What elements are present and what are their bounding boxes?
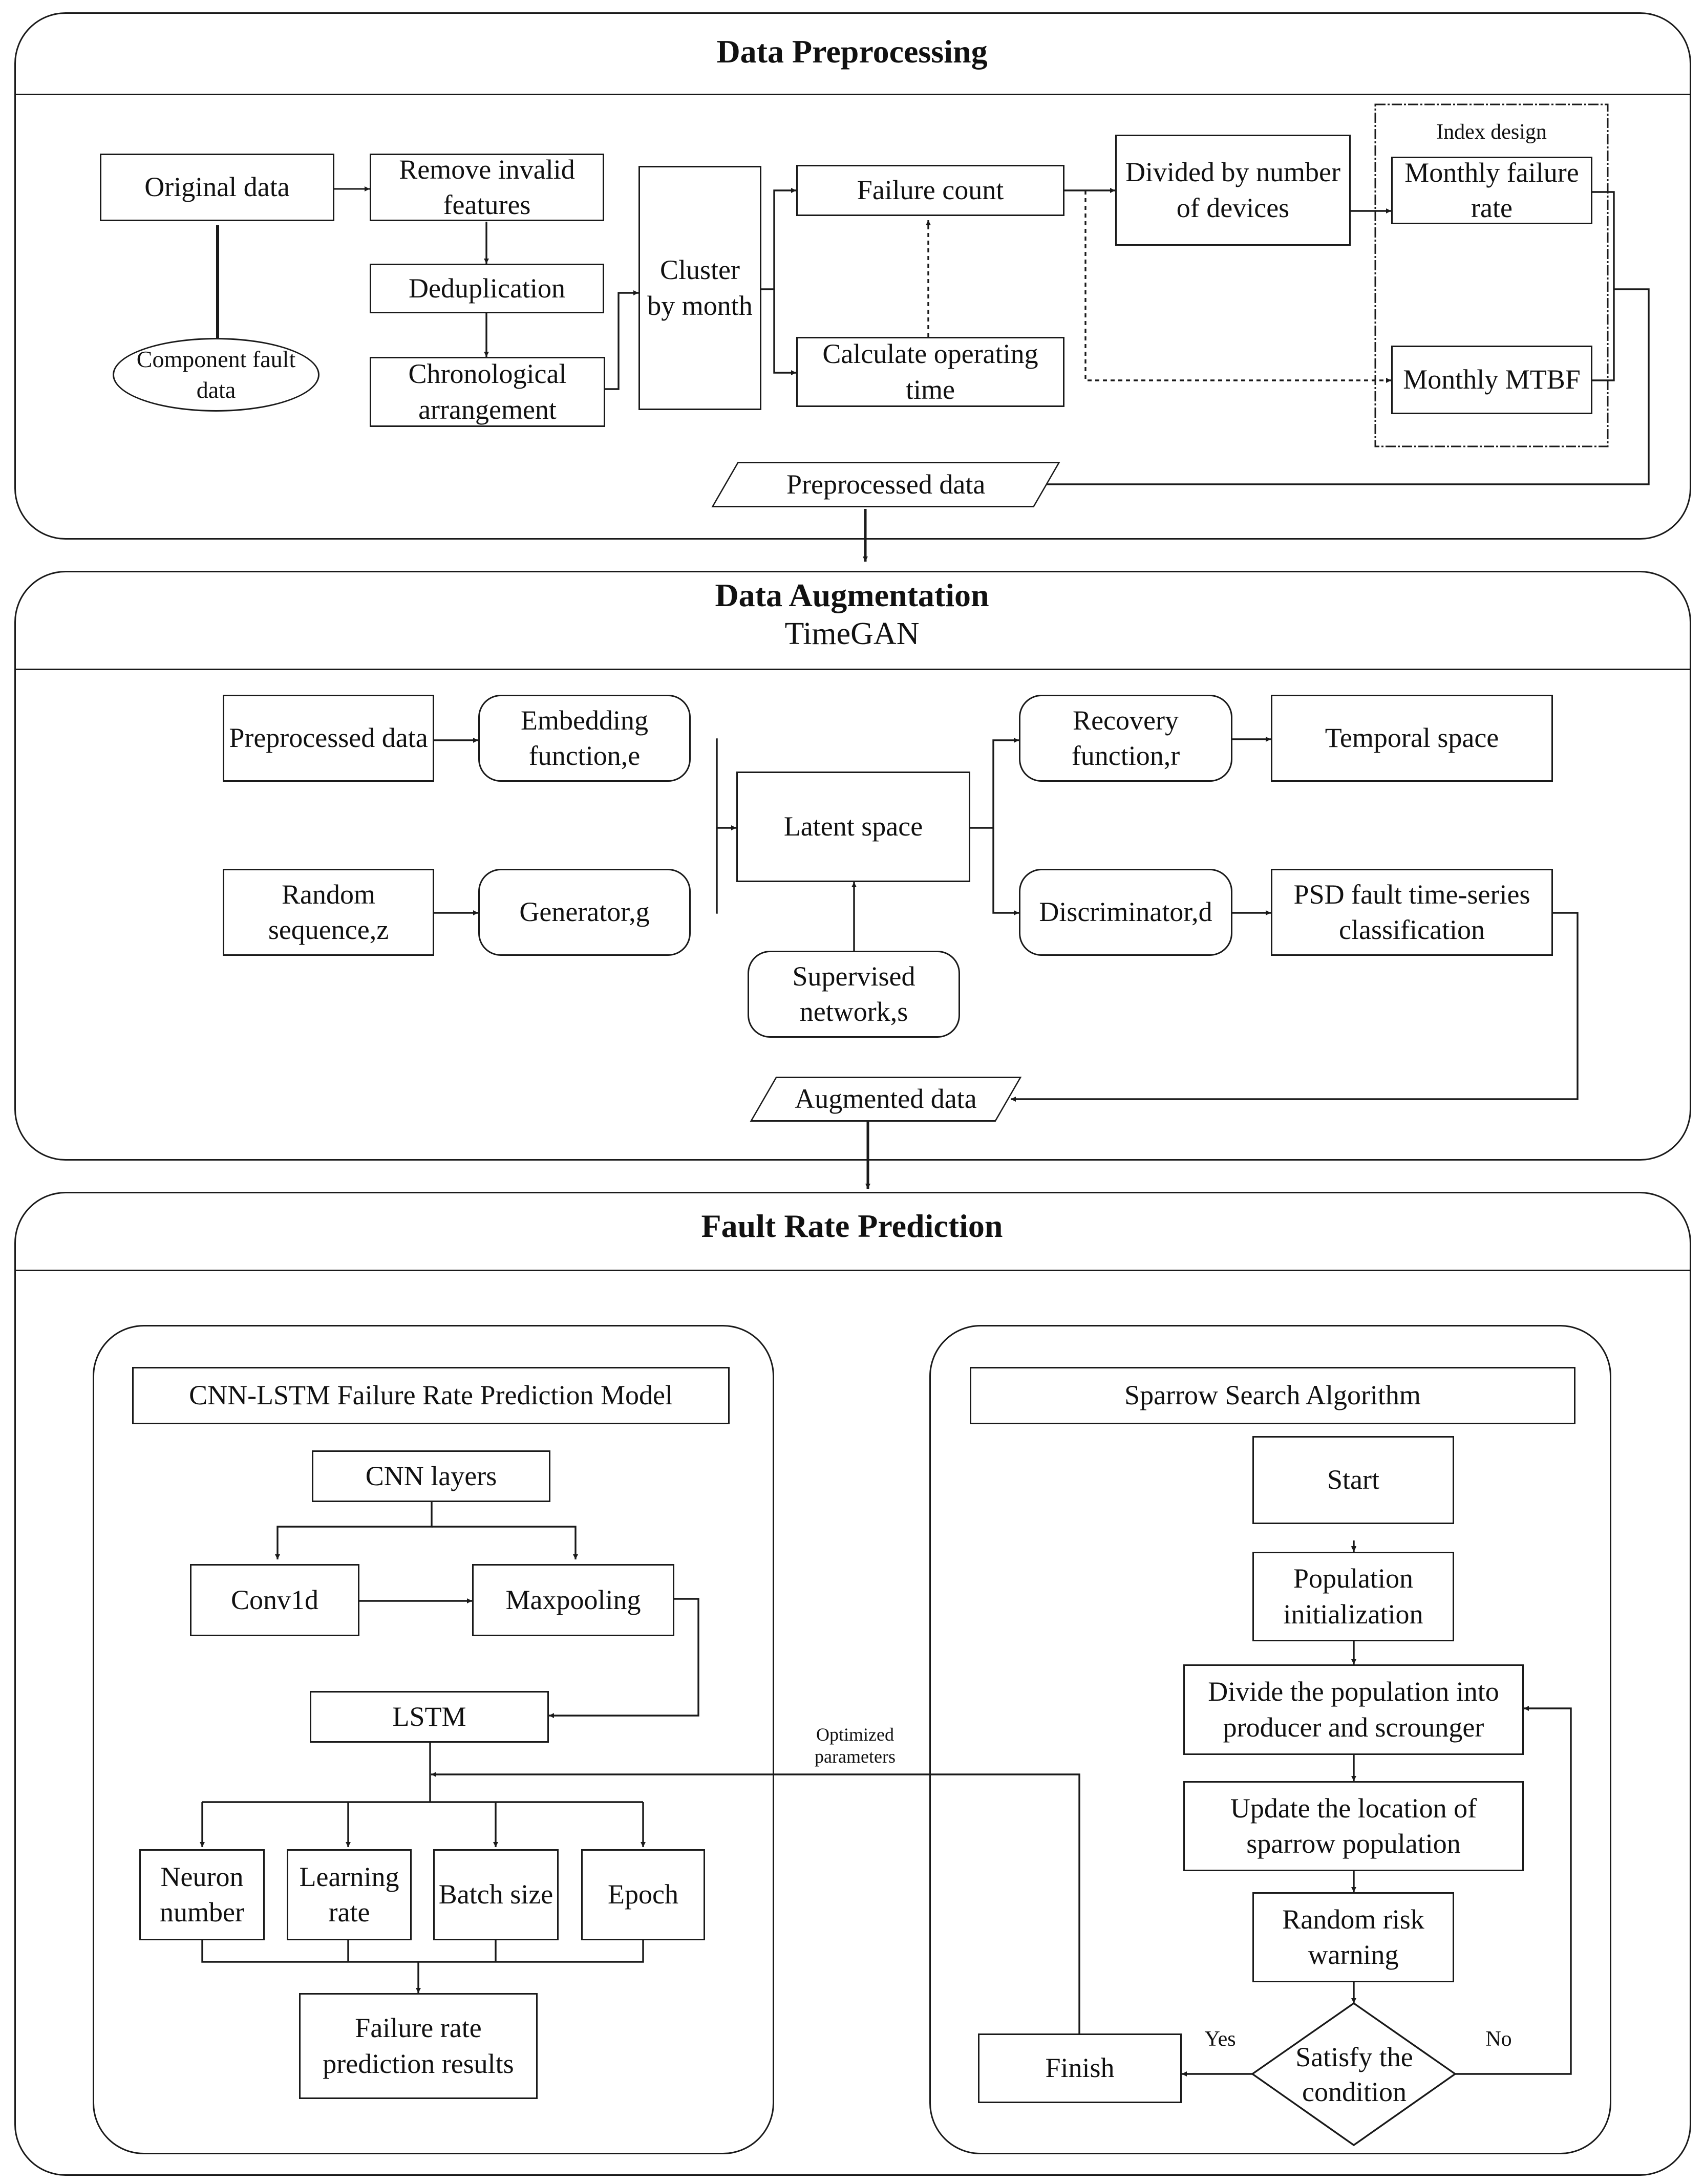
conv1d-box: Conv1d xyxy=(190,1564,359,1636)
random-sequence-box: Random sequence,z xyxy=(223,869,434,956)
conv1d-label: Conv1d xyxy=(230,1584,319,1615)
optimized-parameters-label: Optimized parameters xyxy=(815,1724,896,1767)
preprocessing-panel xyxy=(14,12,1691,540)
cnn-lstm-panel xyxy=(93,1325,774,2154)
ssa-title-box: Sparrow Search Algorithm xyxy=(970,1367,1575,1424)
component-fault-data-ellipse: Component fault data xyxy=(113,338,320,412)
chronological-label: Chronological arrangement xyxy=(408,358,567,425)
latent-space-box: Latent space xyxy=(736,772,970,882)
epoch-box: Epoch xyxy=(581,1849,705,1940)
prediction-panel xyxy=(14,1192,1691,2176)
cnn-lstm-title-box: CNN-LSTM Failure Rate Prediction Model xyxy=(132,1367,730,1424)
augmented-data-label: Augmented data xyxy=(795,1083,977,1115)
prediction-results-box: Failure rate prediction results xyxy=(299,1993,538,2099)
yes-label: Yes xyxy=(1204,2027,1236,2051)
original-data-box: Original data xyxy=(100,154,334,221)
divided-by-devices-box: Divided by number of devices xyxy=(1115,135,1351,246)
population-init-box: Population initialization xyxy=(1252,1552,1454,1641)
temporal-space-box: Temporal space xyxy=(1271,695,1553,782)
finish-label: Finish xyxy=(1045,2052,1115,2084)
cluster-by-month-box: Cluster by month xyxy=(638,166,761,410)
augmentation-title: Data Augmentation xyxy=(715,577,989,613)
divide-population-box: Divide the population into producer and … xyxy=(1183,1664,1524,1755)
population-init-label: Population initialization xyxy=(1283,1563,1423,1630)
batch-size-box: Batch size xyxy=(433,1849,559,1940)
preprocessing-title: Data Preprocessing xyxy=(716,33,988,70)
latent-space-label: Latent space xyxy=(783,811,923,842)
augmented-data-parallelogram: Augmented data xyxy=(750,1077,1022,1122)
index-design-label: Index design xyxy=(1436,120,1547,144)
calc-operating-time-label: Calculate operating time xyxy=(822,338,1038,405)
remove-invalid-label: Remove invalid features xyxy=(399,154,575,220)
aug-preprocessed-data-box: Preprocessed data xyxy=(223,695,434,782)
prediction-divider xyxy=(14,1270,1691,1271)
augmentation-divider xyxy=(14,669,1691,670)
supervised-network-box: Supervised network,s xyxy=(748,951,960,1038)
ssa-start-box: Start xyxy=(1252,1436,1454,1524)
monthly-failure-rate-box: Monthly failure rate xyxy=(1391,157,1592,224)
lstm-label: LSTM xyxy=(392,1701,466,1732)
component-fault-data-label: Component fault data xyxy=(136,346,296,403)
random-sequence-label: Random sequence,z xyxy=(268,879,389,945)
generator-box: Generator,g xyxy=(478,869,691,956)
preprocessing-divider xyxy=(14,94,1691,95)
random-risk-box: Random risk warning xyxy=(1252,1892,1454,1982)
supervised-network-label: Supervised network,s xyxy=(792,960,915,1027)
discriminator-label: Discriminator,d xyxy=(1039,896,1212,928)
embedding-function-label: Embedding function,e xyxy=(521,704,648,771)
augmentation-subtitle: TimeGAN xyxy=(784,616,920,651)
original-data-label: Original data xyxy=(144,172,290,203)
cluster-by-month-label: Cluster by month xyxy=(647,254,753,321)
generator-label: Generator,g xyxy=(519,896,650,928)
lstm-box: LSTM xyxy=(310,1691,549,1743)
monthly-failure-rate-label: Monthly failure rate xyxy=(1404,157,1579,223)
preprocessed-data-parallelogram: Preprocessed data xyxy=(711,462,1060,507)
neuron-number-box: Neuron number xyxy=(139,1849,265,1940)
failure-count-box: Failure count xyxy=(796,165,1064,216)
preprocessed-data-label: Preprocessed data xyxy=(786,468,986,500)
random-risk-label: Random risk warning xyxy=(1282,1903,1424,1970)
maxpooling-box: Maxpooling xyxy=(472,1564,674,1636)
deduplication-box: Deduplication xyxy=(370,264,604,313)
monthly-mtbf-label: Monthly MTBF xyxy=(1403,364,1581,395)
aug-preprocessed-data-label: Preprocessed data xyxy=(229,722,428,754)
psd-classification-box: PSD fault time-series classification xyxy=(1271,869,1553,956)
learning-rate-label: Learning rate xyxy=(299,1861,399,1928)
augmentation-panel xyxy=(14,571,1691,1161)
update-location-label: Update the location of sparrow populatio… xyxy=(1230,1792,1477,1859)
ssa-panel xyxy=(929,1325,1611,2154)
monthly-mtbf-box: Monthly MTBF xyxy=(1391,346,1592,414)
divided-by-devices-label: Divided by number of devices xyxy=(1125,157,1340,223)
update-location-box: Update the location of sparrow populatio… xyxy=(1183,1781,1524,1871)
deduplication-label: Deduplication xyxy=(409,272,565,304)
learning-rate-box: Learning rate xyxy=(287,1849,412,1940)
finish-box: Finish xyxy=(978,2033,1182,2103)
divide-population-label: Divide the population into producer and … xyxy=(1208,1676,1499,1743)
chronological-box: Chronological arrangement xyxy=(370,357,605,427)
cnn-layers-box: CNN layers xyxy=(312,1450,550,1502)
prediction-title: Fault Rate Prediction xyxy=(701,1208,1003,1244)
no-label: No xyxy=(1485,2027,1512,2051)
cnn-layers-label: CNN layers xyxy=(365,1460,497,1491)
cnn-lstm-title: CNN-LSTM Failure Rate Prediction Model xyxy=(189,1380,673,1411)
epoch-label: Epoch xyxy=(608,1879,678,1910)
recovery-function-label: Recovery function,r xyxy=(1071,704,1180,771)
psd-classification-label: PSD fault time-series classification xyxy=(1293,879,1530,945)
neuron-number-label: Neuron number xyxy=(160,1861,244,1928)
embedding-function-box: Embedding function,e xyxy=(478,695,691,782)
ssa-title: Sparrow Search Algorithm xyxy=(1124,1380,1421,1411)
calc-operating-time-box: Calculate operating time xyxy=(796,337,1064,407)
ssa-start-label: Start xyxy=(1327,1464,1379,1495)
discriminator-box: Discriminator,d xyxy=(1019,869,1232,956)
batch-size-label: Batch size xyxy=(438,1879,553,1910)
failure-count-label: Failure count xyxy=(857,175,1004,206)
satisfy-condition-label: Satisfy the condition xyxy=(1295,2042,1413,2107)
remove-invalid-box: Remove invalid features xyxy=(370,154,604,221)
temporal-space-label: Temporal space xyxy=(1325,722,1499,754)
recovery-function-box: Recovery function,r xyxy=(1019,695,1232,782)
prediction-results-label: Failure rate prediction results xyxy=(323,2012,514,2079)
maxpooling-label: Maxpooling xyxy=(505,1584,641,1615)
